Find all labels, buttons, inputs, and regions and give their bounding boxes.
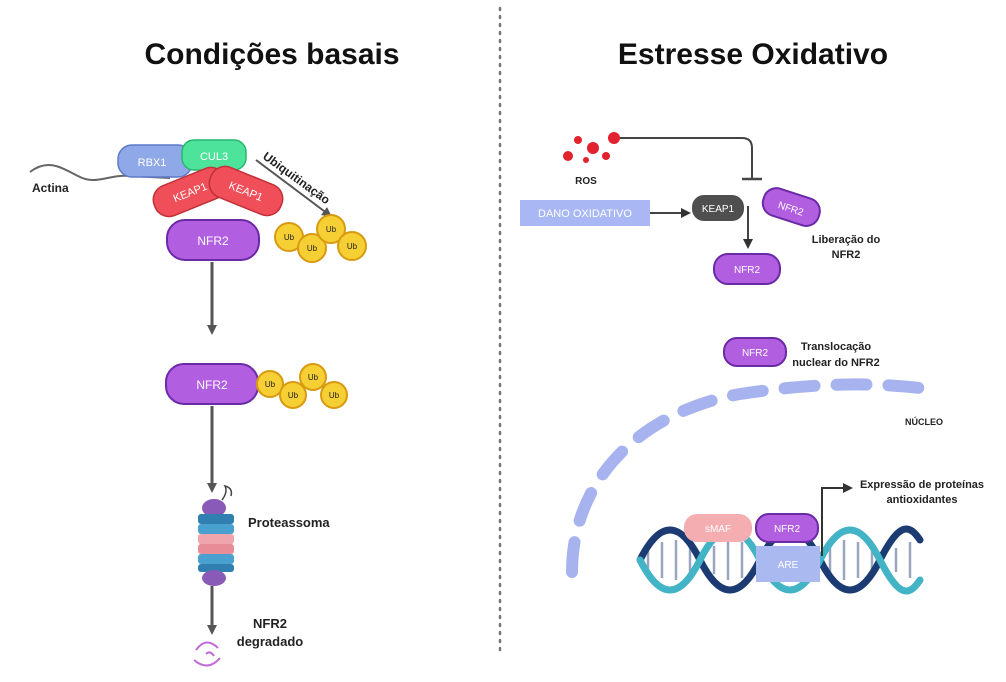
nfr2-translocating-label: NFR2 [742, 348, 769, 359]
expression-label-line2: antioxidantes [887, 494, 958, 506]
keap1-oxidized [692, 195, 744, 221]
release-label-line1: Liberação do [812, 234, 881, 246]
expression-label-line1: Expressão de proteínas [860, 479, 984, 491]
nfr2-free-label: NFR2 [734, 265, 761, 276]
ros-inhibition-line [620, 137, 753, 178]
nfr2-bound-label: NFR2 [197, 234, 229, 248]
keap1-protein-right [208, 165, 284, 217]
smaf-protein [684, 514, 752, 542]
nfr2-released [761, 187, 821, 227]
nfr2-translocating [723, 337, 787, 367]
ros-label: ROS [575, 176, 597, 187]
cul3-label: CUL3 [200, 151, 228, 163]
are-element [756, 546, 820, 582]
ubiquitin-cluster-top [274, 214, 367, 263]
ros-icon [563, 132, 620, 163]
degraded-label-line1: NFR2 [253, 616, 287, 631]
ub-label: Ub [308, 373, 319, 382]
ub-label: Ub [347, 242, 358, 251]
nfr2-bound [166, 219, 260, 261]
proteasome-label: Proteassoma [248, 515, 330, 530]
release-label-line2: NFR2 [832, 249, 861, 261]
translocation-label-line1: Translocação [801, 341, 872, 353]
nfr2-ubiquitinated-label: NFR2 [196, 378, 228, 392]
ubiquitination-arrow [255, 159, 332, 217]
oxidative-damage-label: DANO OXIDATIVO [538, 208, 632, 220]
nfr2-dna-bound [755, 513, 819, 543]
right-panel-title: Estresse Oxidativo [618, 38, 888, 71]
degraded-fragments-icon [193, 641, 221, 667]
nuclear-membrane [566, 378, 941, 578]
smaf-label: sMAF [705, 524, 731, 535]
actin-filament [29, 164, 171, 181]
ub-label: Ub [307, 244, 318, 253]
ub-label: Ub [284, 233, 295, 242]
translocation-label-line2: nuclear do NFR2 [792, 357, 879, 369]
actin-label: Actina [32, 181, 69, 195]
proteasome-icon [198, 484, 234, 586]
nfr2-free [713, 253, 781, 285]
oxidative-damage-box [520, 200, 650, 226]
ubiquitin-cluster-mid [256, 363, 348, 409]
degraded-label-line2: degradado [237, 634, 304, 649]
ub-label: Ub [265, 380, 276, 389]
keap1-oxidized-label: KEAP1 [702, 204, 735, 215]
left-panel-title: Condições basais [144, 38, 399, 71]
ub-label: Ub [326, 225, 337, 234]
are-label: ARE [778, 560, 799, 571]
nucleus-label: NÚCLEO [905, 416, 943, 427]
expression-arrow [821, 483, 853, 556]
ub-label: Ub [329, 391, 340, 400]
rbx1-label: RBX1 [138, 157, 167, 169]
nfr2-dna-bound-label: NFR2 [774, 524, 801, 535]
ub-label: Ub [288, 391, 299, 400]
